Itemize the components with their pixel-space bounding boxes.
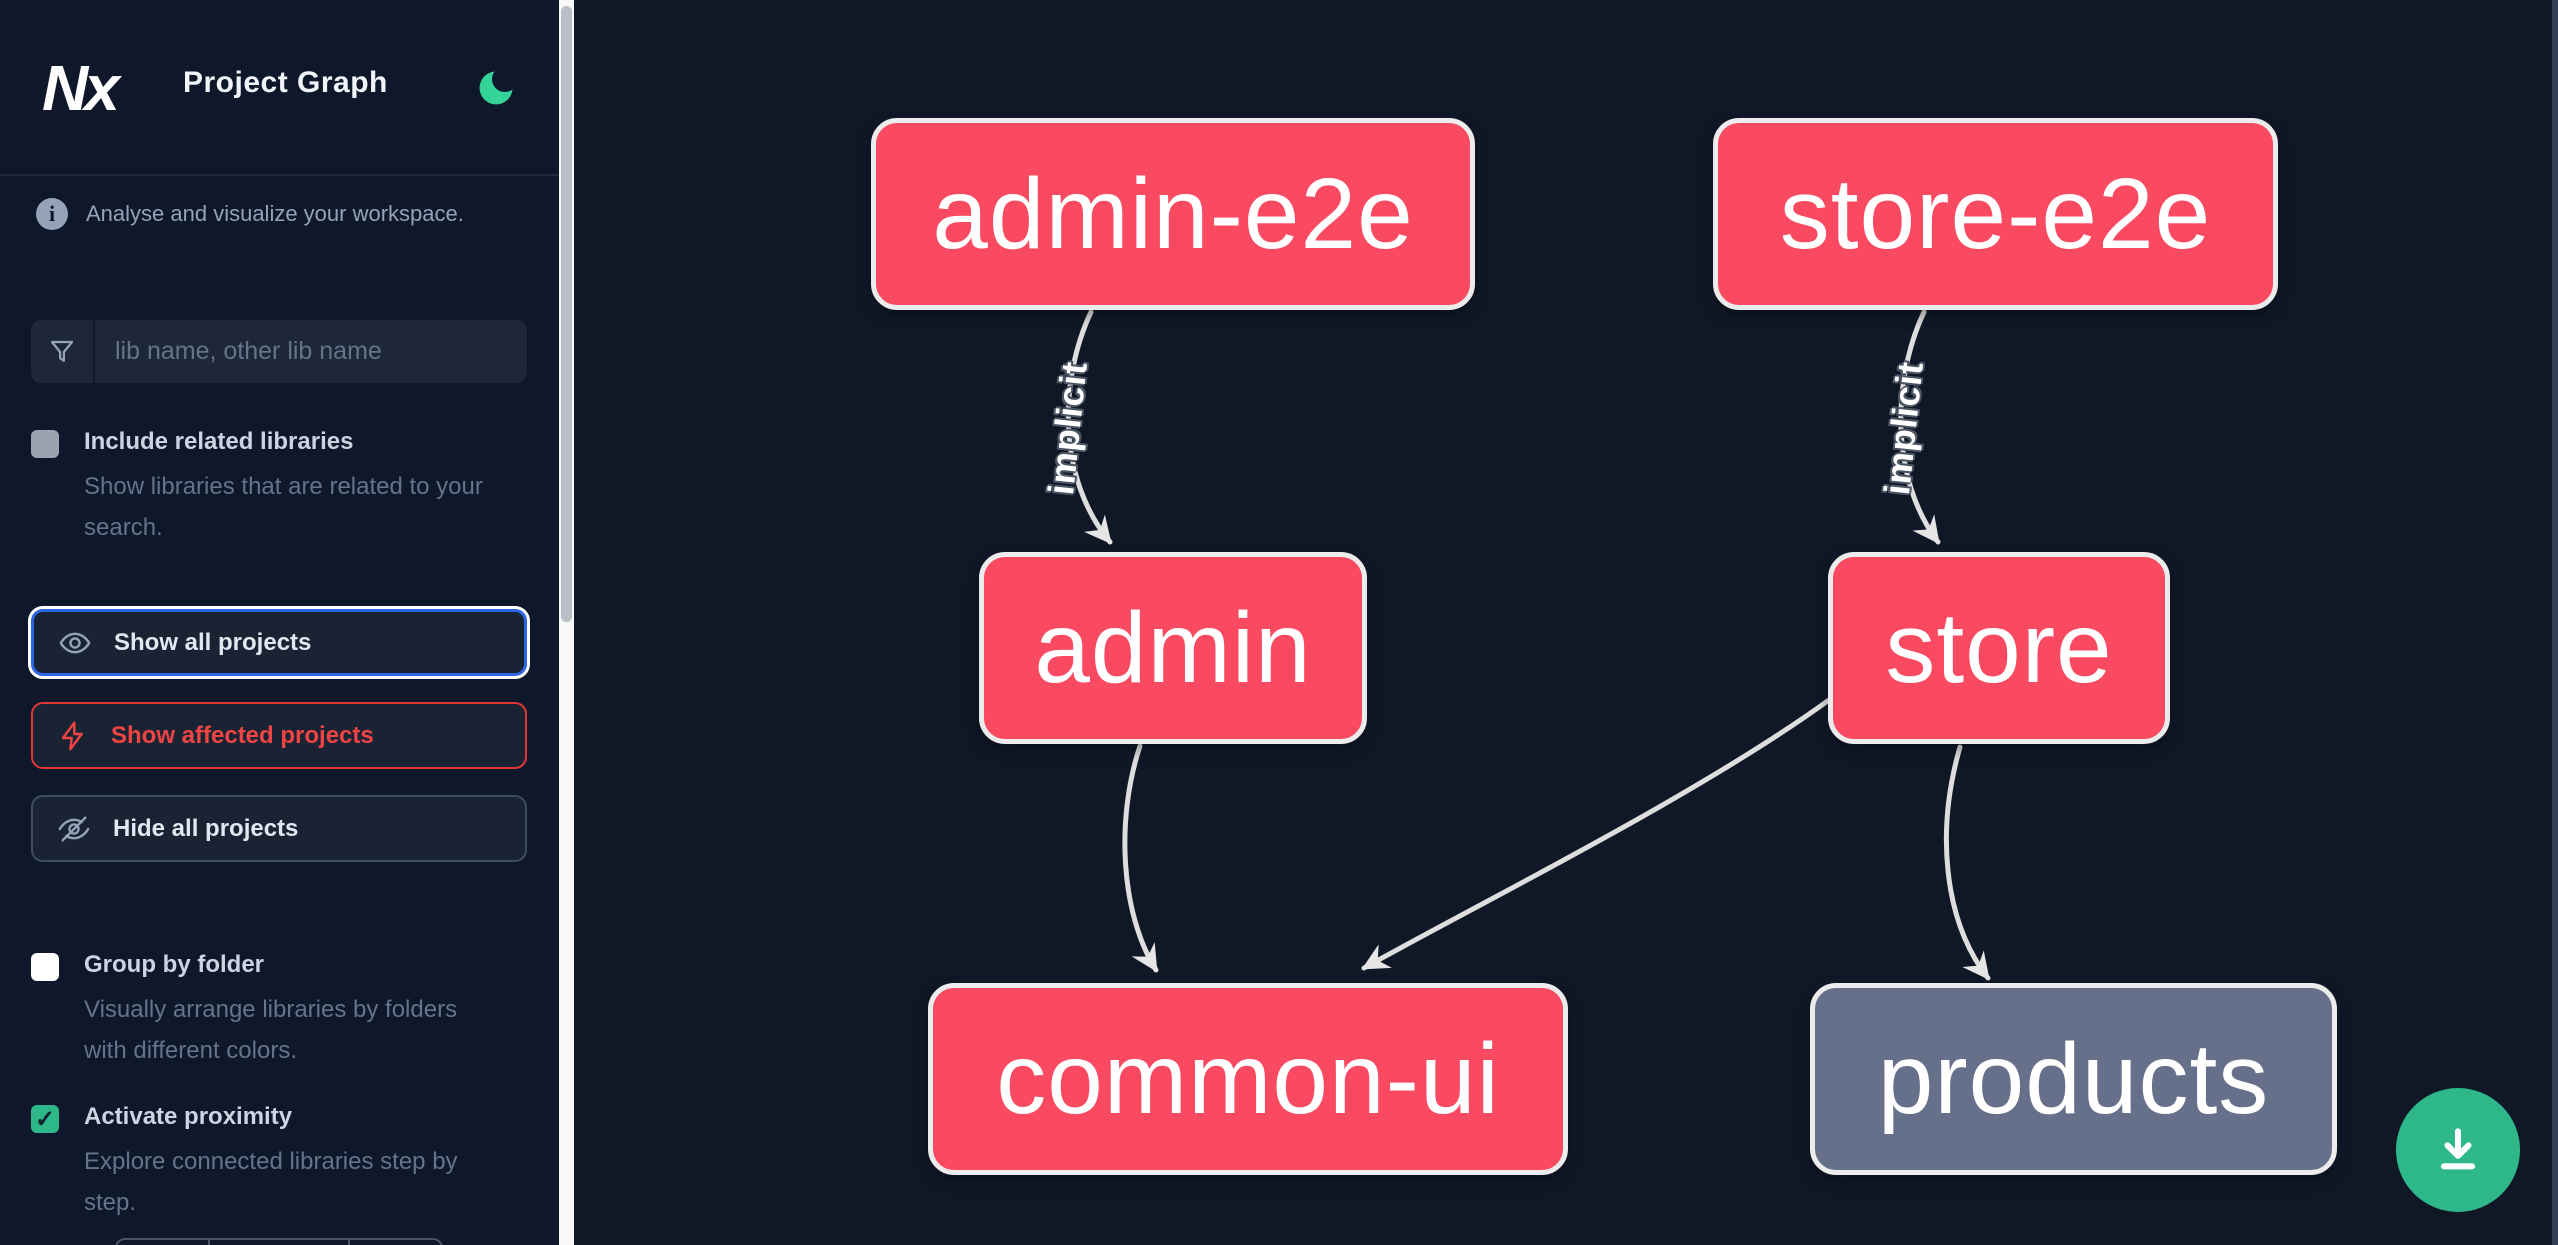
filter-icon: [31, 320, 95, 383]
toggle-label: Group by folder: [84, 951, 264, 978]
sidebar-header: Nx Project Graph: [0, 0, 559, 176]
edge-store-to-common-ui: [1361, 697, 1832, 971]
graph-node-products[interactable]: products: [1810, 983, 2337, 1175]
depth-decrement-segment[interactable]: [117, 1240, 210, 1245]
download-graph-button[interactable]: [2396, 1088, 2520, 1212]
toggle-include-related-libraries: Include related libraries Show libraries…: [31, 428, 531, 548]
edge-admin-to-common-ui: [1122, 743, 1159, 973]
edge-store-e2e-to-store: [1898, 309, 1941, 545]
edge-admin-e2e-to-admin: [1065, 309, 1113, 545]
toggle-activate-proximity: ✓ Activate proximity Explore connected l…: [31, 1103, 531, 1223]
button-label: Hide all projects: [113, 814, 299, 842]
hide-all-projects-button[interactable]: Hide all projects: [31, 795, 527, 862]
eye-off-icon: [58, 815, 90, 842]
checkbox-group-by-folder[interactable]: [31, 953, 59, 981]
depth-value-segment: [210, 1240, 350, 1245]
info-icon: i: [36, 198, 68, 230]
sidebar: Nx Project Graph i Analyse and visualize…: [0, 0, 559, 1245]
lightning-bolt-icon: [61, 720, 83, 751]
toggle-description: Explore connected libraries step by step…: [84, 1148, 458, 1216]
show-affected-projects-button[interactable]: Show affected projects: [31, 702, 527, 769]
sidebar-scrollbar-thumb[interactable]: [561, 6, 572, 622]
show-all-projects-button[interactable]: Show all projects: [28, 606, 530, 679]
graph-node-store[interactable]: store: [1828, 552, 2170, 744]
depth-increment-segment[interactable]: [350, 1240, 441, 1245]
toggle-description: Show libraries that are related to your …: [84, 473, 483, 541]
button-label: Show affected projects: [111, 721, 374, 749]
edge-store-to-products: [1943, 744, 1991, 981]
filter-input[interactable]: [95, 320, 527, 383]
toggle-label: Include related libraries: [84, 428, 354, 455]
graph-node-store-e2e[interactable]: store-e2e: [1713, 118, 2278, 310]
toggle-label: Activate proximity: [84, 1103, 293, 1130]
nx-logo: Nx: [42, 52, 120, 124]
library-filter-box: [31, 320, 527, 383]
theme-toggle-moon-icon[interactable]: [474, 66, 518, 110]
checkbox-include-related-libraries[interactable]: [31, 430, 59, 458]
page-title: Project Graph: [183, 66, 388, 99]
graph-node-admin[interactable]: admin: [979, 552, 1367, 744]
sidebar-scrollbar-track[interactable]: [559, 0, 574, 1245]
graph-canvas[interactable]: implicit implicit admin-e2e store-e2e ad…: [574, 0, 2558, 1245]
workspace-tagline-row: i Analyse and visualize your workspace.: [36, 198, 464, 230]
eye-icon: [59, 632, 91, 653]
graph-node-admin-e2e[interactable]: admin-e2e: [871, 118, 1475, 310]
button-label: Show all projects: [114, 628, 312, 656]
download-icon: [2440, 1128, 2476, 1170]
graph-node-common-ui[interactable]: common-ui: [928, 983, 1568, 1175]
toggle-group-by-folder: Group by folder Visually arrange librari…: [31, 951, 531, 1071]
graph-edges: [1065, 309, 1991, 981]
workspace-tagline: Analyse and visualize your workspace.: [86, 201, 464, 226]
proximity-depth-control[interactable]: [115, 1238, 443, 1245]
checkbox-activate-proximity[interactable]: ✓: [31, 1105, 59, 1133]
canvas-scrollbar-track[interactable]: [2552, 0, 2558, 1245]
toggle-description: Visually arrange libraries by folders wi…: [84, 996, 458, 1064]
